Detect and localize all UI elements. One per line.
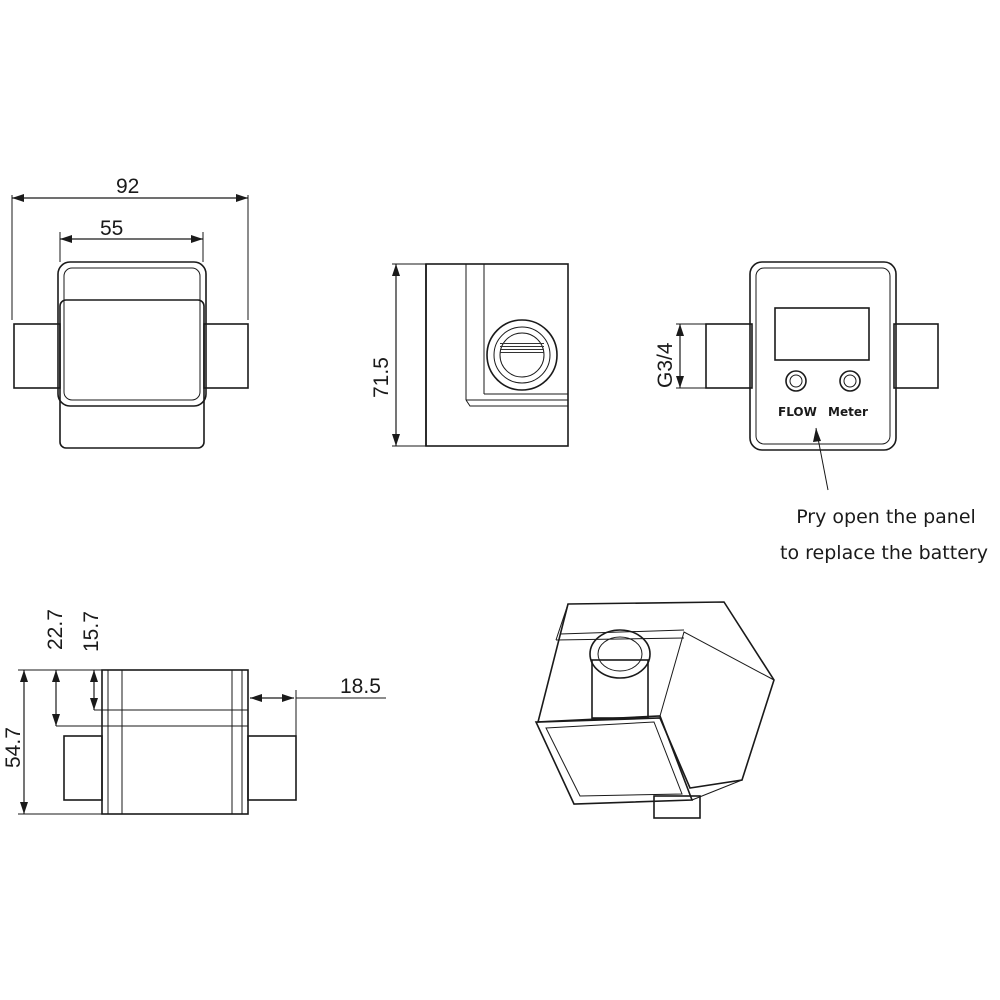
iso-bottom-thread: [653, 795, 701, 819]
dim-thread: G3/4: [654, 342, 677, 388]
panel-view: FLOW Meter G3/4: [654, 261, 939, 491]
isometric-view: [534, 601, 775, 819]
button-right-icon: [839, 370, 861, 392]
front-view: 92 55: [11, 175, 249, 449]
dim-overall-width: 92: [116, 175, 139, 198]
top-left-thread: [63, 735, 103, 801]
panel-inner: [755, 267, 891, 445]
panel-label-meter: Meter: [828, 405, 868, 419]
display-screen: [774, 307, 870, 361]
dim-thread-length: 18.5: [340, 675, 381, 698]
button-left-icon: [785, 370, 807, 392]
dim-offset-a: 22.7: [44, 609, 67, 650]
note-line-1: Pry open the panel: [796, 506, 976, 528]
side-port-outer: [486, 319, 558, 391]
top-body: [101, 669, 249, 815]
top-view: 54.7 22.7 15.7 18.5: [2, 609, 386, 815]
dim-depth: 54.7: [2, 727, 25, 768]
iso-body: [536, 601, 775, 789]
iso-top-thread: [591, 659, 649, 719]
iso-port-outer: [589, 629, 651, 679]
cover-outer: [57, 261, 207, 407]
dim-height: 71.5: [370, 357, 393, 398]
side-outline: [425, 263, 569, 447]
panel-left-thread: [705, 323, 753, 389]
left-thread: [13, 323, 61, 389]
right-thread: [203, 323, 249, 389]
panel-outer: [749, 261, 897, 451]
note-line-2: to replace the battery: [780, 542, 988, 564]
dim-body-width: 55: [100, 217, 123, 240]
side-view: 71.5: [370, 263, 569, 447]
panel-label-flow: FLOW: [778, 405, 817, 419]
body-base: [59, 299, 205, 449]
cover-inner: [63, 267, 201, 401]
top-right-thread: [247, 735, 297, 801]
dim-offset-b: 15.7: [80, 611, 103, 652]
panel-right-thread: [893, 323, 939, 389]
